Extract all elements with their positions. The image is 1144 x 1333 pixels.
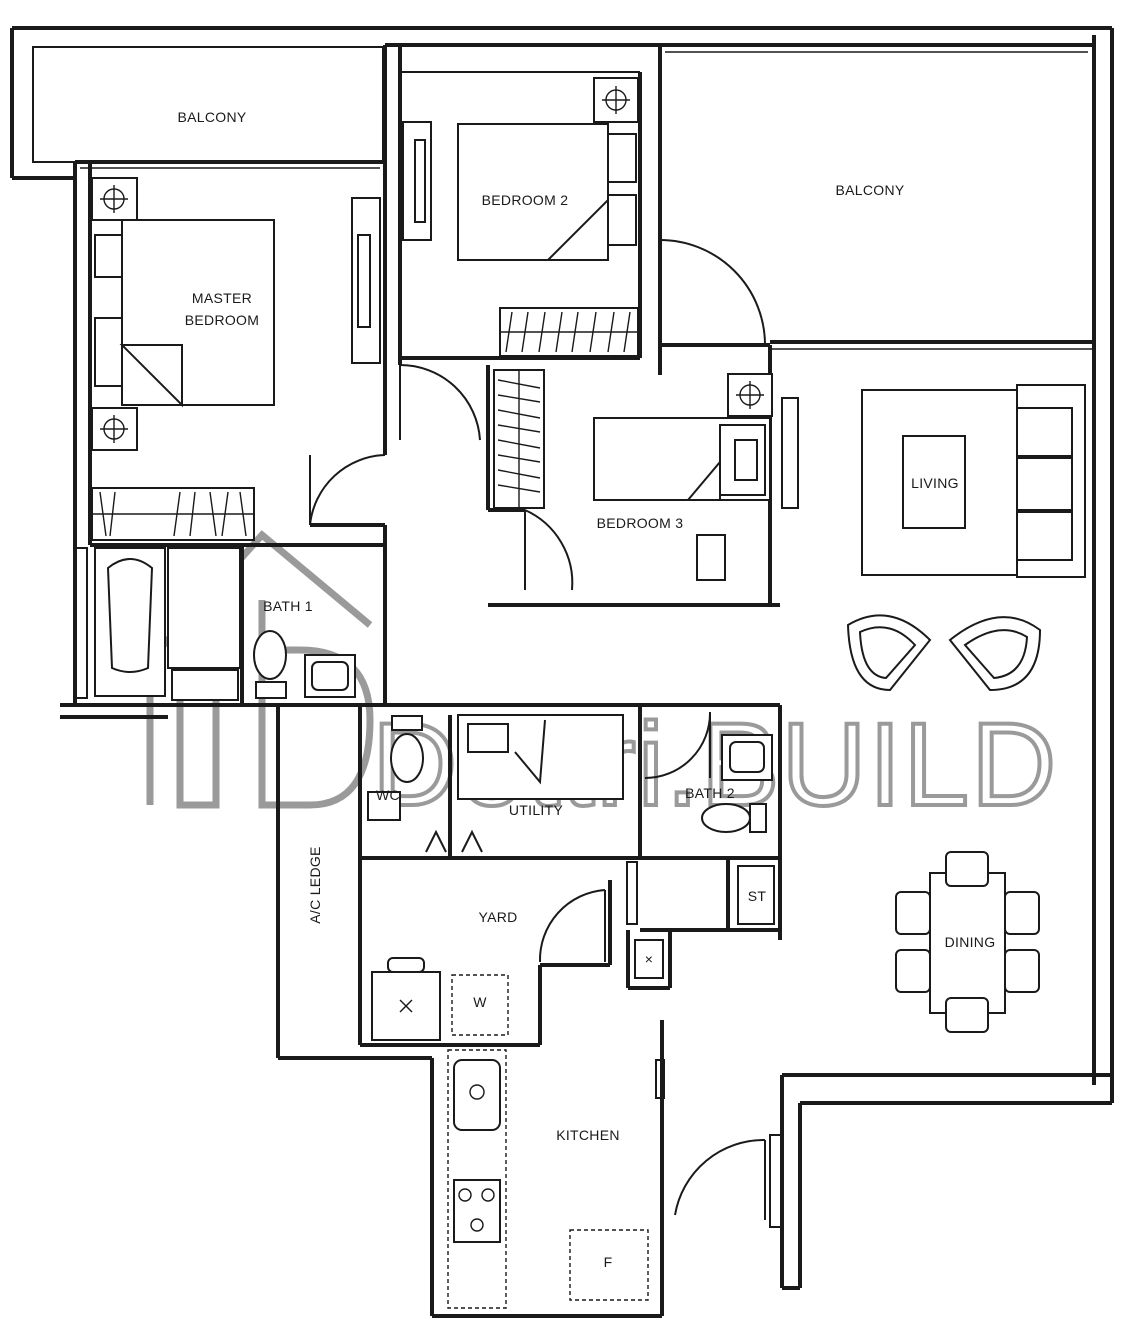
label-ac-ledge: A/C LEDGE (307, 846, 323, 923)
label-bedroom3: BEDROOM 3 (597, 515, 684, 531)
label-balcony-left: BALCONY (177, 109, 246, 125)
label-fridge: F (604, 1254, 613, 1270)
label-master-bedroom-2: BEDROOM (185, 312, 259, 328)
balcony-right (658, 43, 1094, 375)
label-kitchen: KITCHEN (556, 1127, 620, 1143)
label-bath2: BATH 2 (685, 785, 735, 801)
label-washer: W (473, 994, 487, 1010)
bath1-fixtures (94, 547, 356, 701)
label-st: ST (748, 888, 767, 904)
utility-furniture (457, 714, 624, 800)
label-utility: UTILITY (509, 802, 564, 818)
windows (74, 547, 783, 1228)
label-balcony-right: BALCONY (835, 182, 904, 198)
svg-text:×: × (645, 951, 653, 967)
label-wc: WC (376, 787, 400, 803)
label-bath1: BATH 1 (263, 598, 313, 614)
floor-trap (634, 939, 664, 979)
doors (309, 239, 766, 1220)
bedroom3-furniture (493, 369, 799, 581)
label-dining: DINING (945, 934, 996, 950)
interior-walls (90, 43, 782, 1316)
wc-fixtures (367, 715, 483, 853)
bedroom2-furniture (402, 77, 639, 357)
master-bedroom-furniture (91, 177, 381, 541)
bath2-fixtures (701, 734, 773, 833)
storage-cabinet (737, 865, 775, 925)
label-bedroom2: BEDROOM 2 (482, 192, 569, 208)
label-master-bedroom-1: MASTER (192, 290, 252, 306)
kitchen-fixtures (447, 1049, 649, 1309)
dining-furniture (895, 851, 1040, 1033)
balcony-left (32, 46, 385, 169)
yard-fixtures (371, 957, 509, 1041)
living-furniture (846, 384, 1086, 692)
label-living: LIVING (911, 475, 959, 491)
label-yard: YARD (478, 909, 517, 925)
